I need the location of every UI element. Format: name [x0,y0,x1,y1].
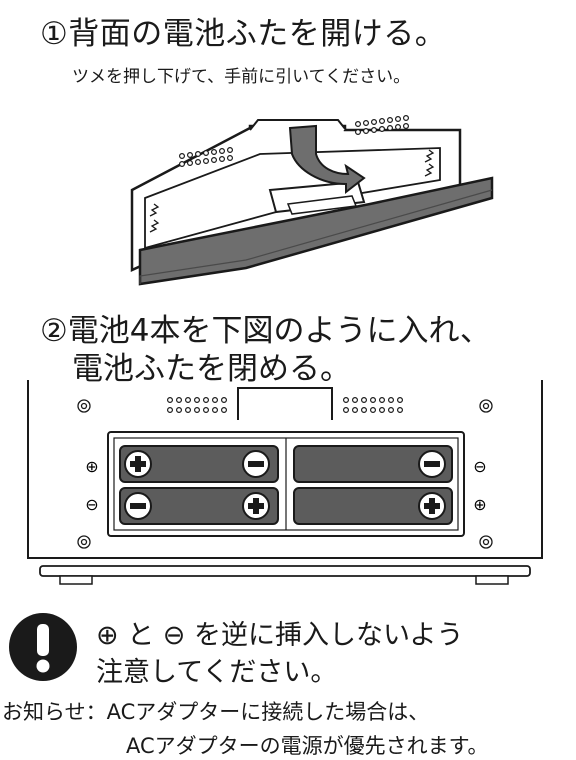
step2-title-line1: ②電池4本を下図のように入れ、 [40,313,491,349]
battery-1 [119,445,279,483]
step1-title: ①背面の電池ふたを開ける。 [40,16,447,52]
open-lid-illustration [130,115,494,286]
notice-line1: お知らせ：ACアダプターに接続した場合は、 [2,700,430,724]
vent-holes-right [355,115,410,136]
vent-holes [167,397,404,414]
polarity-right-top: ⊖ [473,457,486,476]
screw-icons [77,399,493,549]
polarity-left-bottom: ⊖ [85,495,98,514]
battery-layout-diagram: ⊕ ⊖ ⊖ ⊕ [27,380,543,585]
battery-3 [119,487,279,525]
vent-holes-left [178,146,233,167]
polarity-left-top: ⊕ [85,457,98,476]
battery-4 [293,487,453,525]
step1-instruction: ツメを押し下げて、手前に引いてください。 [72,67,411,87]
battery-2 [293,445,453,483]
caution-line1: ⊕ と ⊖ を逆に挿入しないよう [96,620,464,651]
press-arrow-icon [288,124,366,195]
notice-line2: ACアダプターの電源が優先されます。 [126,734,489,758]
step2-title-line2: 電池ふたを閉める。 [72,351,351,387]
caution-line2: 注意してください。 [96,657,338,688]
polarity-right-bottom: ⊕ [473,495,486,514]
exclamation-icon [9,613,77,681]
